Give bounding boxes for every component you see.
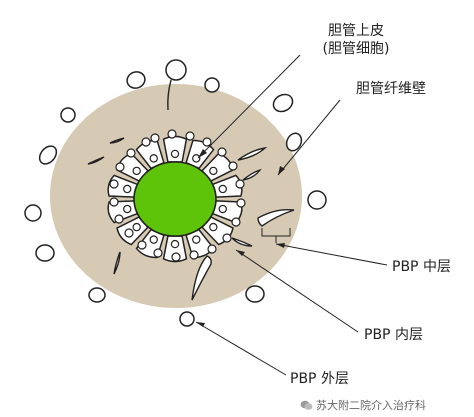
pbp-inner-gland: [126, 148, 136, 158]
pbp-inner-gland: [171, 252, 181, 262]
label-pbp-middle: PBP 中层: [392, 259, 451, 275]
pbp-middle-layer-bracket: [261, 228, 291, 243]
arrow-head-pbp-outer: [196, 322, 205, 327]
pbp-outer-gland: [60, 107, 76, 123]
pbp-inner-gland: [141, 137, 151, 147]
label-pbp-inner: PBP 内层: [364, 327, 423, 343]
pbp-inner-gland: [167, 129, 177, 139]
cell-nucleus: [192, 154, 201, 163]
epithelial-cell-ring: [107, 135, 243, 263]
cell-nucleus: [149, 235, 158, 244]
pbp-outer-gland: [88, 287, 106, 303]
pbp-inner-gland: [207, 244, 217, 254]
watermark: 苏大附二院介入治疗科: [300, 397, 426, 413]
arrow-head-pbp-inner: [236, 250, 245, 256]
pointer-pbp-inner: [235, 249, 359, 333]
wechat-icon: [300, 400, 313, 410]
cell-nucleus: [123, 204, 132, 214]
pointer-epithelium: [197, 54, 301, 159]
cell-nucleus: [132, 222, 141, 232]
pbp-outer-gland-with-duct: [165, 59, 187, 111]
pbp-inner-gland: [236, 198, 246, 208]
gland-elongated: [231, 237, 253, 247]
pbp-inner-gland: [109, 197, 119, 207]
cell-nucleus: [170, 149, 180, 159]
cell-nucleus: [170, 239, 180, 249]
cell-nucleus: [209, 166, 218, 176]
pbp-outer-gland: [24, 204, 42, 222]
pbp-outer-gland: [35, 244, 55, 262]
pbp-outer-gland: [126, 71, 146, 89]
gland-elongated: [113, 251, 121, 275]
pbp-outer-gland: [285, 132, 303, 152]
pbp-outer-gland: [245, 285, 265, 303]
arrow-head-wall: [278, 166, 285, 175]
arrow-heads: [196, 149, 285, 327]
pbp-outer-gland: [204, 77, 220, 93]
epithelial-cell: [162, 235, 188, 263]
pbp-outer-gland: [38, 145, 58, 165]
label-bile-duct-wall: 胆管纤维壁: [356, 81, 426, 97]
pbp-inner-gland: [114, 214, 124, 224]
pbp-inner-gland: [202, 137, 212, 147]
pbp-inner-gland: [228, 161, 238, 171]
arrow-head-pbp-middle: [276, 243, 285, 248]
gland-elongated: [87, 156, 105, 165]
pbp-inner-gland: [235, 179, 245, 189]
pbp-inner-gland: [109, 179, 119, 189]
label-bile-duct-epithelium-line2: (胆管细胞): [322, 41, 390, 57]
pbp-middle-layer-glands: [87, 137, 295, 301]
cell-nucleus: [218, 204, 227, 214]
cell-nucleus: [218, 184, 227, 194]
pbp-inner-gland: [231, 217, 241, 227]
pbp-inner-gland: [185, 131, 195, 141]
watermark-text: 苏大附二院介入治疗科: [316, 399, 426, 412]
pbp-outer-layer-glands: [24, 71, 327, 327]
cell-nucleus: [209, 222, 218, 232]
cell-nucleus: [192, 235, 201, 244]
pbp-inner-gland: [150, 133, 160, 143]
gland-elongated: [191, 255, 212, 301]
cell-nucleus: [132, 166, 141, 176]
pbp-inner-gland: [217, 147, 227, 157]
pbp-inner-gland: [222, 233, 232, 243]
gland-elongated: [237, 146, 268, 161]
label-pbp-outer: PBP 外层: [290, 371, 349, 387]
pbp-outer-gland: [272, 93, 294, 113]
pbp-inner-gland: [153, 248, 163, 258]
pointer-lines: [195, 54, 388, 376]
pbp-inner-gland: [137, 240, 147, 250]
cell-nucleus: [123, 184, 132, 194]
pbp-inner-gland: [189, 250, 199, 260]
label-bile-duct-epithelium: 胆管上皮 (胆管细胞): [316, 22, 396, 58]
pbp-inner-gland: [124, 228, 134, 238]
arrow-head-epithelium: [198, 149, 207, 158]
pbp-outer-gland: [307, 190, 327, 210]
pointer-pbp-outer: [195, 321, 287, 376]
bile-duct-lumen: [133, 161, 217, 237]
pointer-pbp-middle: [275, 243, 388, 266]
label-bile-duct-epithelium-line1: 胆管上皮: [328, 23, 384, 39]
pbp-inner-gland: [115, 162, 125, 172]
pointer-wall: [277, 99, 341, 176]
gland-elongated: [109, 137, 125, 144]
epithelial-cell: [162, 135, 188, 163]
gland-elongated: [257, 208, 295, 227]
pbp-outer-gland: [179, 311, 195, 327]
pbp-inner-layer-glands: [109, 129, 246, 262]
cell-nucleus: [149, 154, 158, 163]
gland-elongated: [242, 168, 262, 181]
